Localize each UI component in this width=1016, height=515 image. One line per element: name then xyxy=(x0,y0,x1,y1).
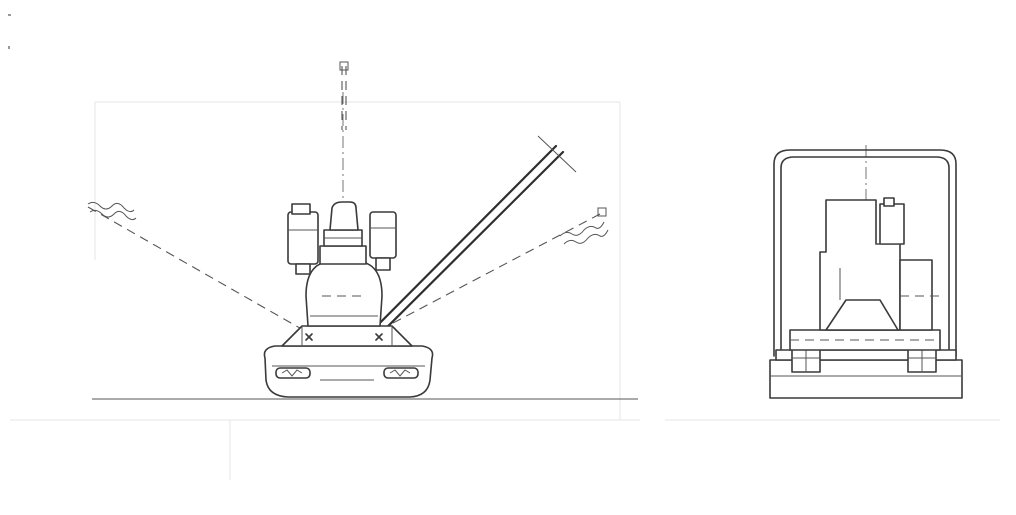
air-filter xyxy=(369,211,397,271)
handle-right-position xyxy=(375,207,609,333)
side-handle-loop xyxy=(773,149,957,357)
base-plate xyxy=(263,345,434,398)
chassis-frame xyxy=(281,325,413,347)
front-view xyxy=(87,61,638,400)
side-frame xyxy=(789,329,941,351)
construction-lines xyxy=(10,101,1000,480)
engine-body xyxy=(305,201,383,327)
fuel-tank xyxy=(287,203,319,275)
scan-specks xyxy=(8,14,11,49)
side-view xyxy=(769,145,963,399)
handle-left-position xyxy=(87,201,313,336)
handle-upright-position xyxy=(339,61,349,130)
side-engine xyxy=(819,197,940,331)
